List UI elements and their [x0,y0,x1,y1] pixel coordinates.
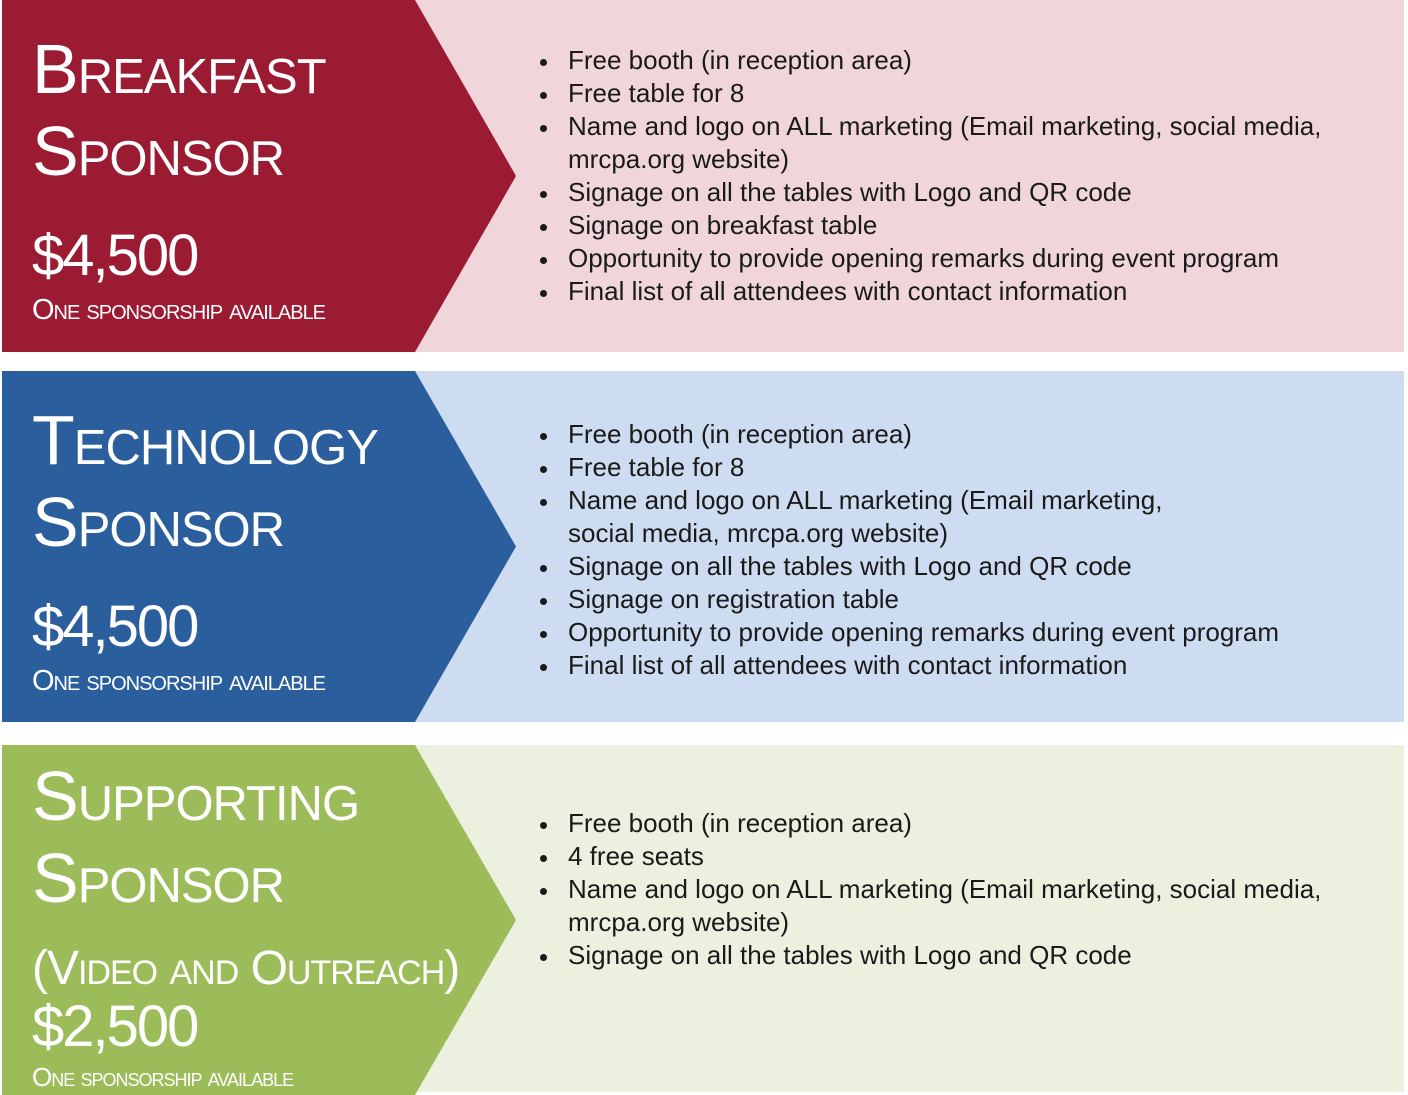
benefit-item: Free booth (in reception area) [540,418,1180,451]
benefit-item: Opportunity to provide opening remarks d… [540,616,1279,649]
supporting-price: $2,500 [32,994,199,1059]
technology-availability: One sponsorship available [32,665,326,697]
benefit-item: Free table for 8 [540,451,1180,484]
technology-price: $4,500 [32,594,199,659]
benefit-item: Free table for 8 [540,77,1340,110]
benefit-item: Free booth (in reception area) [540,807,1340,840]
title-line: Sponsor [32,112,285,190]
breakfast-price: $4,500 [32,223,199,288]
benefit-item: Signage on all the tables with Logo and … [540,939,1340,972]
benefit-item: Opportunity to provide opening remarks d… [540,242,1340,275]
breakfast-benefits: Free booth (in reception area) Free tabl… [540,44,1340,308]
benefit-item: Name and logo on ALL marketing (Email ma… [540,110,1340,176]
title-line: Technology [32,401,379,479]
benefit-item: 4 free seats [540,840,1340,873]
technology-benefits: Free booth (in reception area) Free tabl… [540,418,1279,682]
title-line: Supporting [32,757,360,835]
title-line: Breakfast [32,30,327,108]
benefit-item: Signage on breakfast table [540,209,1340,242]
benefit-item: Signage on all the tables with Logo and … [540,176,1340,209]
benefit-item: Signage on registration table [540,583,1180,616]
title-line: Sponsor [32,483,285,561]
title-subtitle: (Video and Outreach) [32,942,460,995]
technology-sponsor-banner [2,371,516,722]
benefit-item: Name and logo on ALL marketing (Email ma… [540,484,1180,550]
breakfast-sponsor-banner [2,0,516,352]
benefit-item: Free booth (in reception area) [540,44,1340,77]
supporting-availability: One sponsorship available [32,1062,294,1092]
supporting-sponsor-banner [2,745,516,1095]
supporting-benefits: Free booth (in reception area) 4 free se… [540,807,1340,972]
benefit-item: Name and logo on ALL marketing (Email ma… [540,873,1340,939]
benefit-item: Final list of all attendees with contact… [540,275,1340,308]
breakfast-availability: One sponsorship available [32,294,326,326]
benefit-item: Signage on all the tables with Logo and … [540,550,1180,583]
benefit-item: Final list of all attendees with contact… [540,649,1180,682]
title-line: Sponsor [32,839,285,917]
